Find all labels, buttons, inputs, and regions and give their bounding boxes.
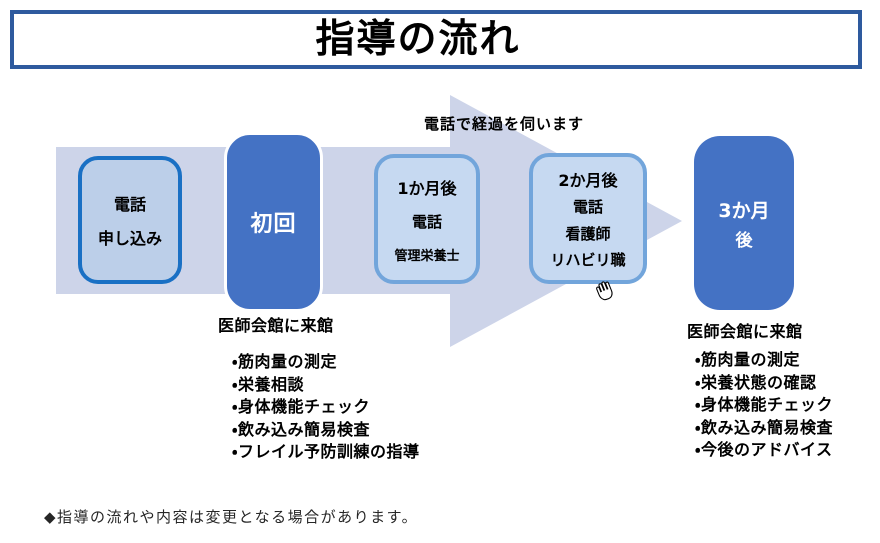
title-box: 指導の流れ: [10, 10, 862, 69]
change-disclaimer: ◆指導の流れや内容は変更となる場合があります。: [44, 510, 419, 526]
list-item: ・身体機能チェック: [232, 397, 370, 416]
list-item: ・フレイル予防訓練の指導: [232, 442, 420, 461]
page-title: 指導の流れ: [315, 17, 521, 62]
list-item: ・飲み込み簡易検査: [695, 417, 833, 437]
step-line: 1か月後: [397, 178, 457, 198]
step-first-visit: 初回: [224, 132, 323, 312]
hand-cursor-icon: [596, 281, 613, 301]
list-item: ・身体機能チェック: [695, 395, 833, 414]
list-item: ・飲み込み簡易検査: [232, 419, 370, 439]
list-item: ・今後のアドバイス: [695, 440, 833, 459]
step-three-months-later: 3か月 後: [694, 136, 794, 310]
list-item: ・筋肉量の測定: [232, 352, 337, 371]
list-item: ・栄養状態の確認: [695, 372, 817, 392]
step-line: 管理栄養士: [394, 248, 460, 264]
step-line: 申し込み: [97, 229, 162, 248]
step-one-month-later: 1か月後 電話 管理栄養士: [374, 154, 480, 284]
flow-arrow-shape: [56, 95, 682, 347]
step-line: 電話: [113, 195, 146, 214]
visit-items-right: ・筋肉量の測定 ・栄養状態の確認 ・身体機能チェック ・飲み込み簡易検査 ・今後…: [695, 349, 833, 462]
visit-heading-right: 医師会館に来館: [687, 322, 803, 341]
step-line: リハビリ職: [550, 251, 626, 270]
list-item: ・筋肉量の測定: [695, 350, 800, 369]
list-item: ・栄養相談: [232, 374, 304, 394]
step-line: 2か月後: [558, 170, 618, 190]
step-line: 後: [735, 230, 753, 251]
step-line: 3か月: [718, 199, 770, 222]
step-two-months-later: 2か月後 電話 看護師 リハビリ職: [529, 153, 647, 284]
step-line: 電話: [572, 198, 603, 217]
phone-progress-note: 電話で経過を伺います: [424, 115, 585, 133]
visit-heading-left: 医師会館に来館: [218, 316, 334, 335]
step-line: 電話: [411, 213, 442, 231]
step-line: 看護師: [565, 224, 611, 243]
visit-items-left: ・筋肉量の測定 ・栄養相談 ・身体機能チェック ・飲み込み簡易検査 ・フレイル予…: [232, 351, 419, 464]
step-line: 初回: [250, 212, 297, 237]
step-phone-application: 電話 申し込み: [78, 156, 182, 284]
